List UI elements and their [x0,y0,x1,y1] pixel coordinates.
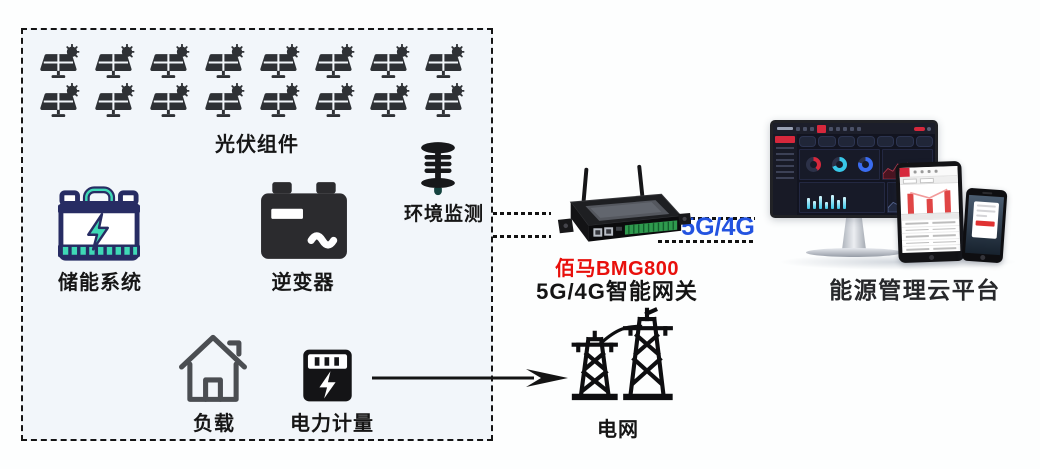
cellular-router-icon [557,164,691,242]
gateway-name-label: 5G/4G智能网关 [536,279,698,304]
solar-panel-icon [259,83,300,119]
tablet-active-tab [899,167,910,178]
dashed-link-right-top [663,217,755,220]
inverter-icon [261,182,347,259]
dashed-link-left-top [493,212,551,215]
solar-panel-icon [314,44,355,80]
solar-panel-icon [149,83,190,119]
solar-panel-icon [204,44,245,80]
dashed-link-left-bottom [493,235,551,238]
power-meter-icon [303,349,352,402]
phone-device [961,187,1008,264]
phone-screen [965,194,1005,256]
platform-label: 能源管理云平台 [829,277,1001,303]
grid-label: 电网 [597,419,639,441]
monitor-stand [842,216,866,250]
phone-login-card [971,201,999,239]
solar-panel-icon [39,83,80,119]
solar-panel-icon [94,44,135,80]
phone-speaker [981,191,992,195]
solar-panel-icon [424,44,465,80]
dashboard-sidebar [773,134,797,215]
solar-panel-icon [259,44,300,80]
solar-panel-icon [204,83,245,119]
solar-panel-icon [94,83,135,119]
load-label: 负载 [193,413,235,435]
tablet-device [895,160,965,264]
phone-home-button [979,254,985,261]
dashboard-kpi-row [799,136,933,147]
gateway-model-label: 佰马BMG800 [554,258,680,280]
inverter-label: 逆变器 [271,272,335,294]
solar-panel-icon [424,83,465,119]
monitor-base [806,248,902,257]
storage-label: 储能系统 [58,272,142,294]
solar-panel-icon [39,44,80,80]
meter-label: 电力计量 [290,413,374,435]
tablet-home-button [929,254,935,261]
tablet-chart [900,183,960,216]
dashboard-gauges [799,149,880,180]
weather-sensor-icon [421,142,455,196]
transmission-tower-icon [571,307,673,401]
dashboard-logo [777,127,793,130]
pv-label: 光伏组件 [215,134,299,156]
solar-panel-icon [369,83,410,119]
tablet-table [901,212,961,253]
flow-arrow [372,369,568,387]
pv-panel-grid [33,44,471,120]
phone-red-button [974,220,995,227]
tablet-screen [899,166,961,253]
house-icon [179,334,247,402]
dashboard-bar-chart [799,182,886,213]
dashboard-active-tab [817,124,826,133]
solar-panel-icon [369,44,410,80]
battery-icon [58,186,140,261]
dashed-link-right-bottom [658,240,755,243]
env-monitor-label: 环境监测 [403,204,484,225]
solar-panel-icon [314,83,355,119]
solar-panel-icon [149,44,190,80]
cellular-link-label: 5G/4G [681,213,755,241]
dashboard-topbar [773,123,935,134]
